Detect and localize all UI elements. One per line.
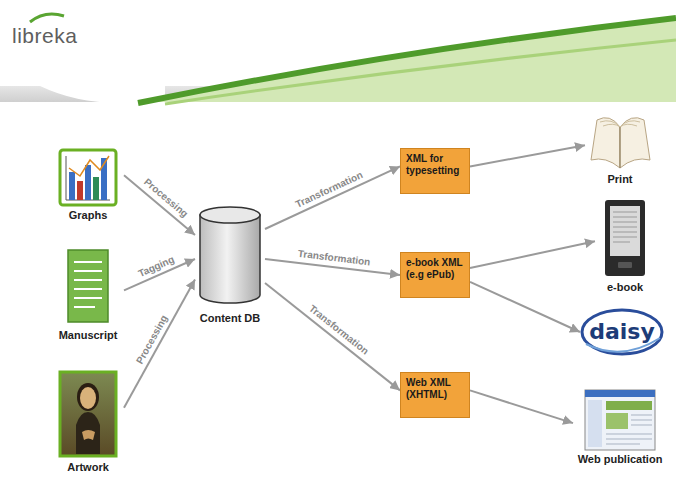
node-label: Graphs	[52, 208, 124, 222]
artwork-icon-node: Artwork	[52, 372, 124, 474]
node-label: Manuscript	[52, 328, 124, 342]
database-cylinder: Content DB	[195, 205, 265, 325]
manuscript-icon-node: Manuscript	[52, 248, 124, 342]
format-box: e-book XML (e.g ePub)	[400, 252, 470, 298]
node-label: Web publication	[573, 452, 667, 466]
flow-arrow	[265, 283, 400, 390]
web-icon-node: Web publication	[573, 388, 667, 466]
graphs-icon-node: Graphs	[52, 150, 124, 222]
flow-arrow	[124, 175, 195, 235]
box-label: e-book XML (e.g ePub)	[406, 257, 464, 281]
flow-arrow	[470, 282, 580, 332]
edge-label: Processing	[140, 176, 191, 221]
print-icon-node: Print	[585, 112, 655, 186]
flow-arrow	[265, 166, 400, 229]
node-label: daisy	[589, 319, 655, 345]
node-label: e-book	[595, 280, 655, 294]
edge-label: Transformation	[292, 168, 365, 210]
daisy-logo-node: daisy	[580, 308, 664, 356]
box-label: XML for typesetting	[406, 153, 464, 177]
format-box: XML for typesetting	[400, 148, 470, 194]
node-label: Artwork	[52, 460, 124, 474]
ebook-icon-node: e-book	[595, 198, 655, 294]
node-label: Print	[585, 172, 655, 186]
flow-arrow	[470, 390, 573, 423]
flow-arrow	[470, 241, 595, 268]
node-label: Content DB	[195, 311, 265, 325]
edge-label: Transformation	[305, 302, 371, 358]
format-box: Web XML (XHTML)	[400, 372, 470, 418]
edge-label: Transformation	[296, 248, 372, 269]
logo-text: libreka	[12, 24, 77, 48]
flow-arrow	[470, 145, 585, 166]
flow-arrow	[124, 279, 195, 407]
box-label: Web XML (XHTML)	[406, 377, 464, 401]
